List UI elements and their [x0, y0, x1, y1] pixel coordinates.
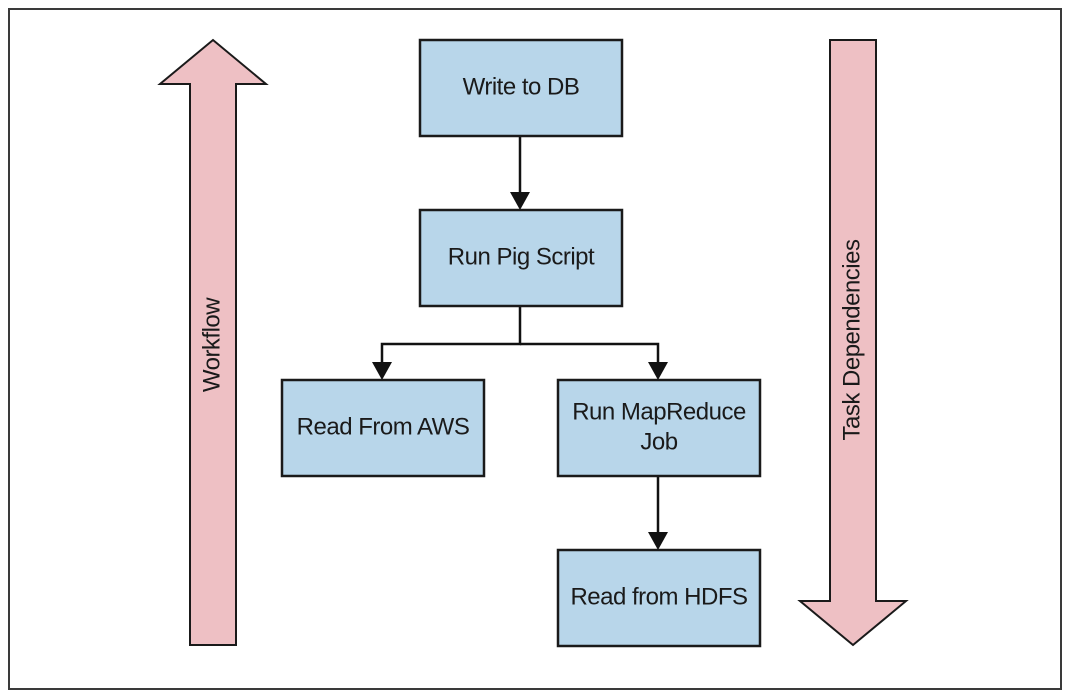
node-label-line-2: Job [640, 428, 677, 455]
workflow-arrow-shape [157, 38, 269, 646]
workflow-arrow: Workflow [157, 38, 269, 646]
node-box [280, 378, 486, 478]
node-run-mapreduce-job: Run MapReduce Job [556, 378, 762, 478]
node-run-pig-script: Run Pig Script [418, 208, 624, 308]
node-label: Write to DB [463, 73, 580, 100]
task-dependencies-label: Task Dependencies [838, 239, 865, 440]
node-write-to-db: Write to DB [418, 38, 624, 138]
node-box [556, 378, 762, 478]
arrowhead-mapreduce [648, 362, 668, 380]
arrowhead-pig [510, 192, 530, 210]
node-box [556, 548, 762, 648]
task-dependencies-arrow-shape [797, 39, 909, 647]
node-label: Run Pig Script [448, 243, 595, 270]
node-box [418, 38, 624, 138]
node-label: Read From AWS [297, 413, 470, 440]
connectors [372, 136, 668, 550]
workflow-label: Workflow [198, 297, 225, 392]
edge-pig-to-mapreduce [520, 342, 660, 366]
arrowhead-hdfs [648, 532, 668, 550]
edge-pig-to-aws [380, 306, 522, 366]
node-read-from-hdfs: Read from HDFS [556, 548, 762, 648]
arrowhead-aws [372, 362, 392, 380]
node-label: Read from HDFS [570, 583, 747, 610]
node-label-line-1: Run MapReduce [572, 398, 746, 425]
node-box [418, 208, 624, 308]
task-dependencies-arrow: Task Dependencies [797, 39, 909, 647]
node-read-from-aws: Read From AWS [280, 378, 486, 478]
